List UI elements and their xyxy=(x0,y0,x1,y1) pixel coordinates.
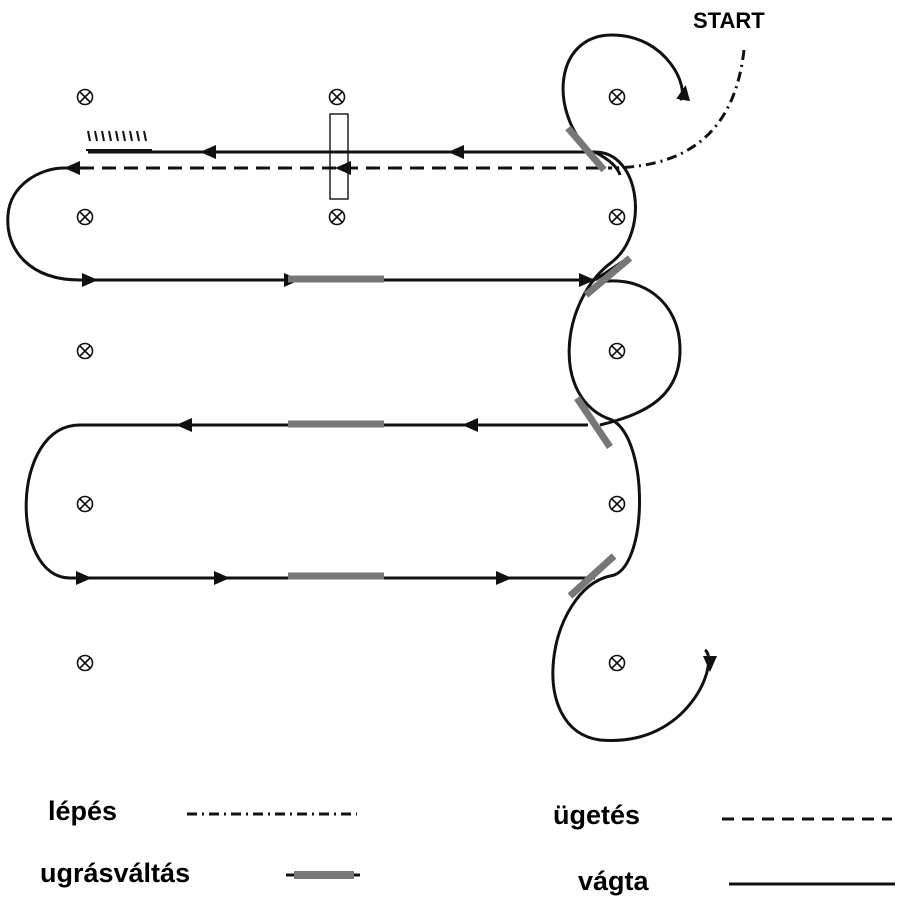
marker-icon xyxy=(608,208,626,226)
canter-loop-middle xyxy=(599,279,682,427)
marker-icon xyxy=(608,88,626,106)
marker-icon xyxy=(608,342,626,360)
halt-marker xyxy=(86,130,152,151)
walk-path xyxy=(607,49,746,170)
lead-change-markers xyxy=(288,125,633,599)
canter-arrowheads xyxy=(76,85,717,672)
marker-icon xyxy=(76,342,94,360)
marker-icon xyxy=(328,88,346,106)
marker-icon xyxy=(76,208,94,226)
marker-icon xyxy=(76,495,94,513)
legend-canter-line xyxy=(729,882,895,886)
marker-icon xyxy=(328,208,346,226)
start-label: START xyxy=(693,8,765,33)
marker-icon xyxy=(76,654,94,672)
legend-walk-line xyxy=(187,812,357,816)
trot-arrowhead xyxy=(64,161,80,175)
canter-path xyxy=(6,33,711,742)
legend-canter-label: vágta xyxy=(578,866,649,896)
markers xyxy=(76,88,626,672)
legend-walk-label: lépés xyxy=(48,796,118,826)
marker-icon xyxy=(76,88,94,106)
marker-icon xyxy=(608,495,626,513)
marker-icon xyxy=(608,654,626,672)
legend-trot-line xyxy=(722,817,892,821)
legend-lead-change-label: ugrásváltás xyxy=(40,858,191,888)
gate-rectangle xyxy=(329,113,349,200)
legend-lead-change-line xyxy=(286,871,360,879)
legend-trot-label: ügetés xyxy=(553,800,641,830)
